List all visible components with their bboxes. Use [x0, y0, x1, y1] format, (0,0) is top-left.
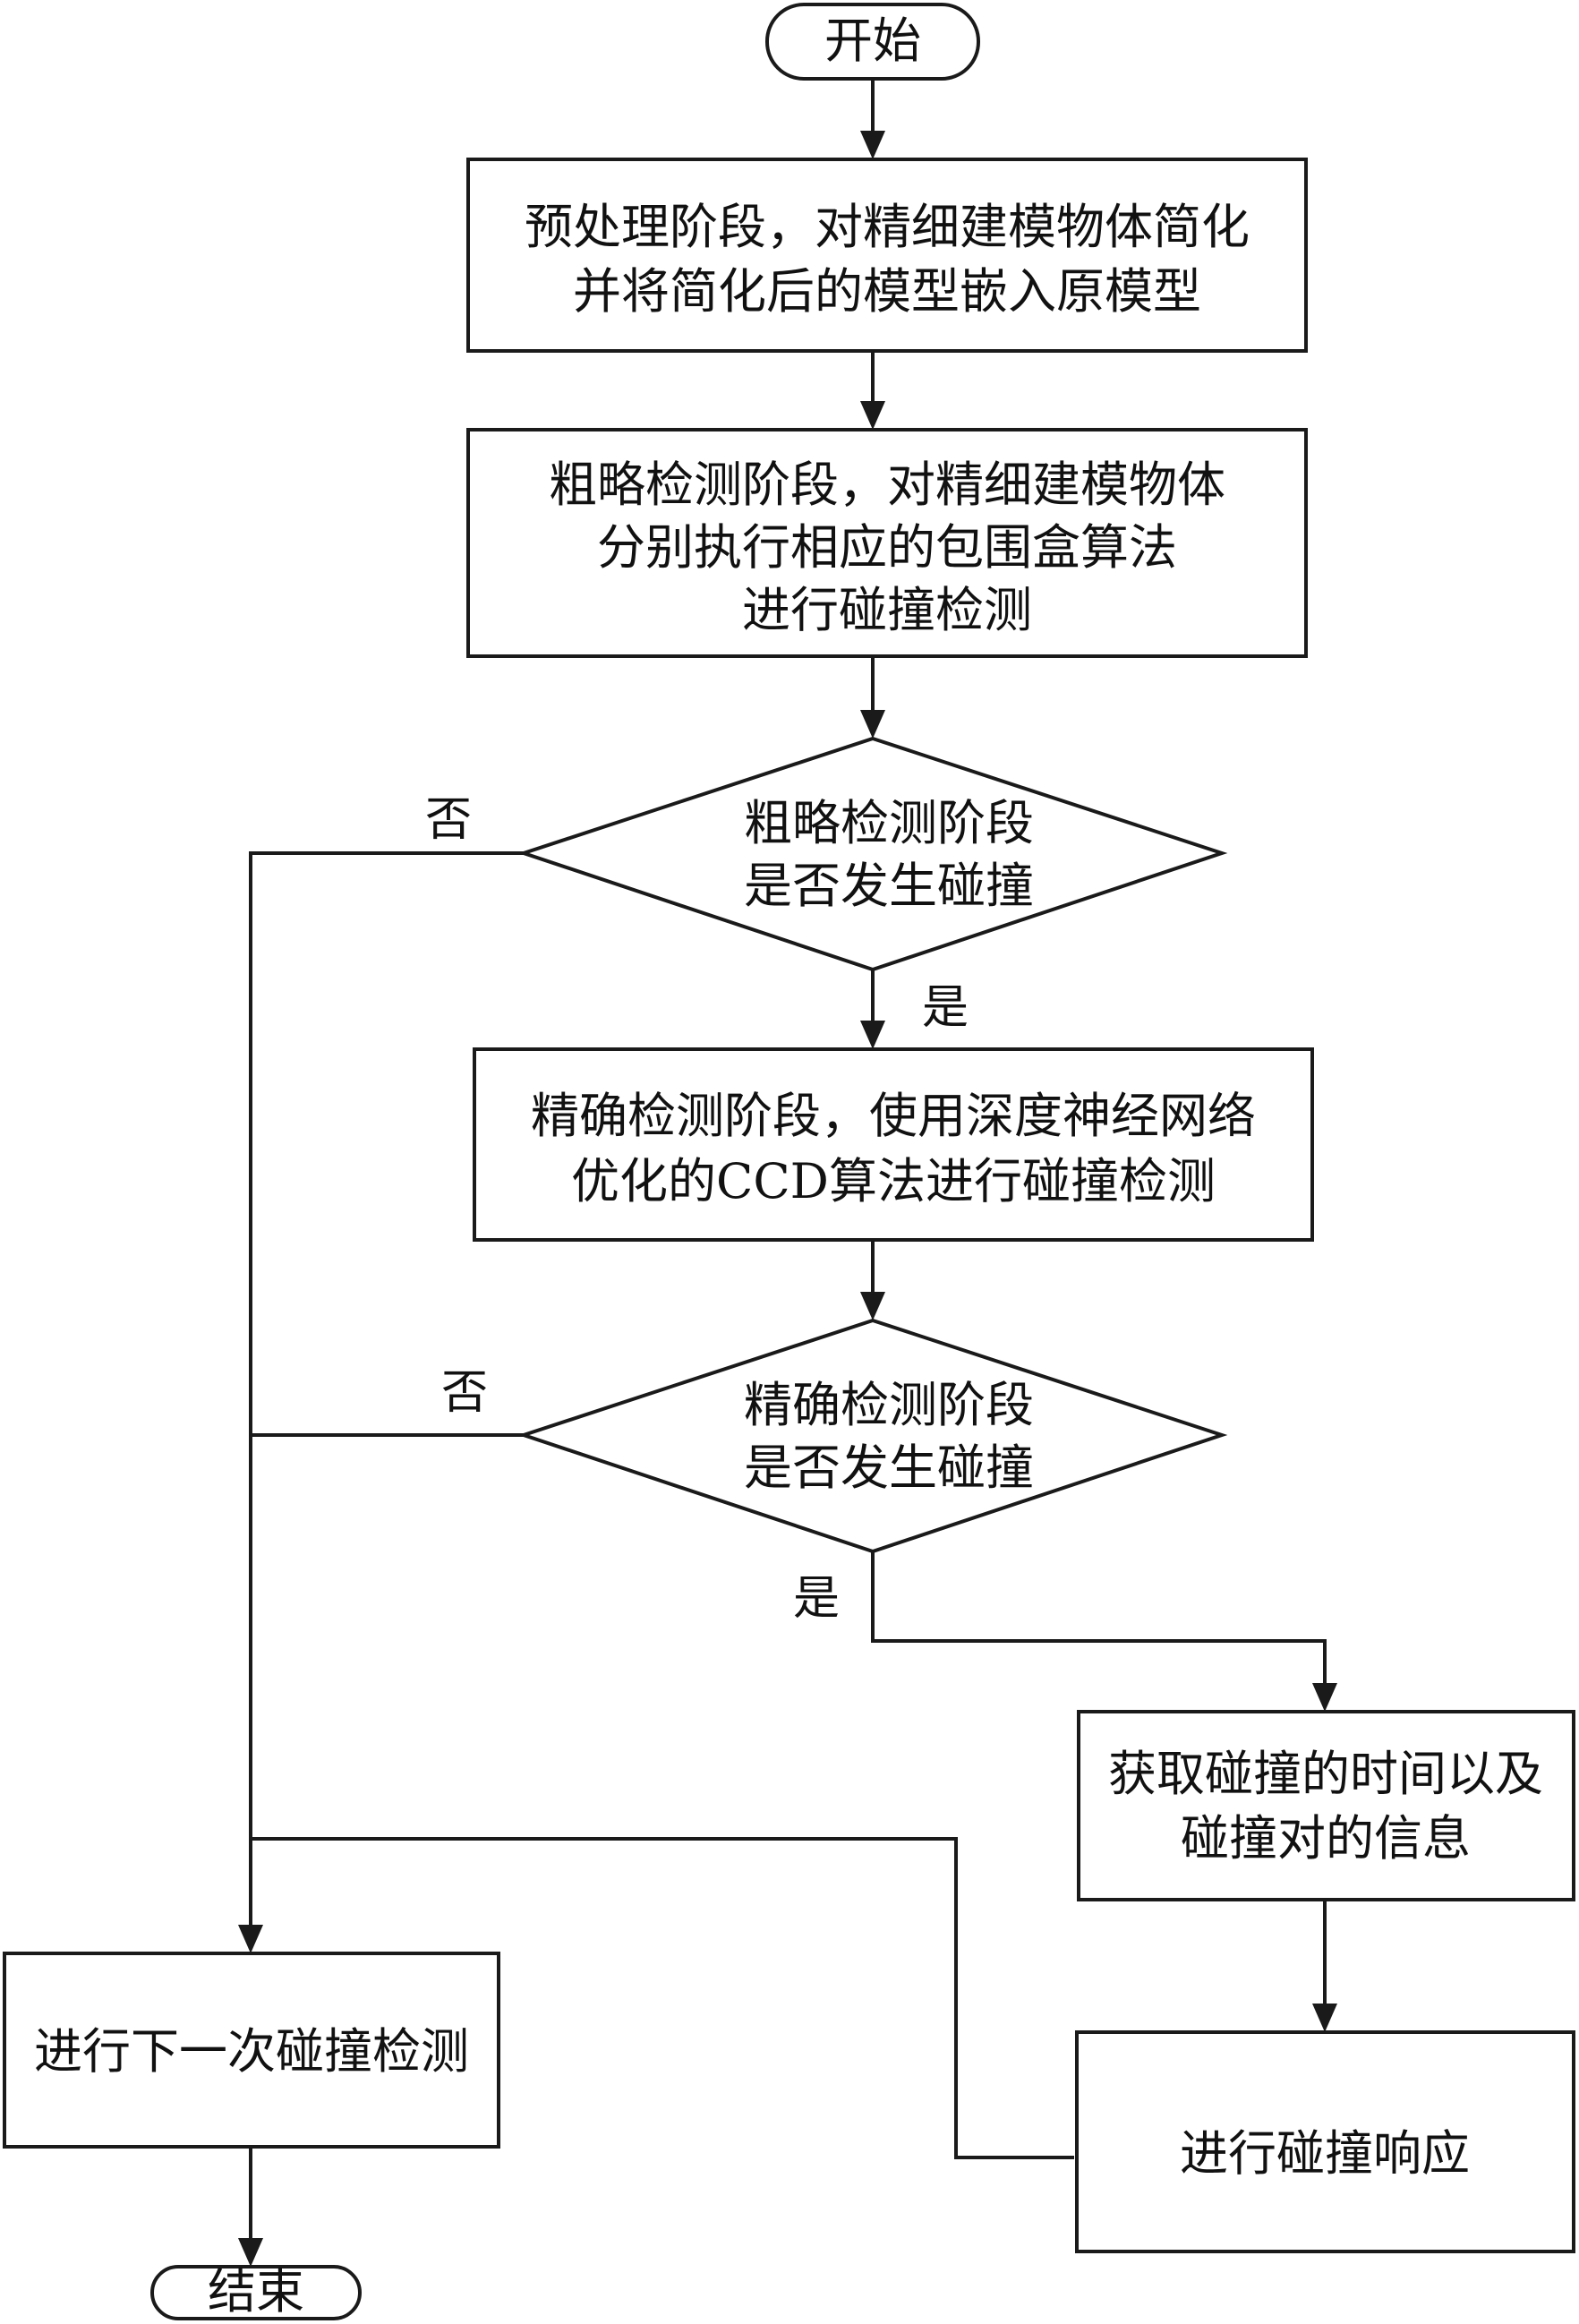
start-shape	[765, 3, 980, 81]
collision-response-step: 进行碰撞响应	[1075, 2030, 1575, 2253]
arrowhead-to-response	[1312, 2004, 1337, 2032]
connector-decision-coarse-no	[249, 851, 524, 1925]
coarse-detection-line-2: 分别执行相应的包围盒算法	[597, 519, 1177, 576]
coarse-no-label: 否	[425, 793, 472, 847]
arrowhead-to-preprocess	[860, 131, 885, 159]
start-label: 开始	[824, 13, 921, 69]
arrowhead-to-coarse	[860, 401, 885, 430]
precise-detection-line-2: 优化的CCD算法进行碰撞检测	[571, 1153, 1216, 1209]
end-label: 结束	[208, 2263, 304, 2320]
collision-info-line-2: 碰撞对的信息	[1181, 1810, 1471, 1867]
coarse-decision: 粗略检测阶段 是否发生碰撞	[517, 736, 1228, 972]
precise-decision: 精确检测阶段 是否发生碰撞	[517, 1318, 1228, 1554]
precise-detection-line-1: 精确检测阶段，使用深度神经网络	[531, 1088, 1256, 1144]
arrowhead-to-precise	[860, 1021, 885, 1049]
preprocess-line-1: 预处理阶段，对精细建模物体简化	[525, 199, 1250, 255]
precise-decision-line-1: 精确检测阶段	[744, 1377, 1034, 1433]
coarse-decision-line-1: 粗略检测阶段	[744, 795, 1034, 851]
end-terminal: 结束	[150, 2263, 362, 2320]
coarse-detection-step: 粗略检测阶段，对精细建模物体 分别执行相应的包围盒算法 进行碰撞检测	[466, 428, 1308, 658]
start-terminal: 开始	[765, 3, 980, 81]
arrowhead-to-decision-coarse	[860, 710, 885, 739]
coarse-detection-box	[466, 428, 1308, 658]
arrowhead-to-collision-info	[1312, 1683, 1337, 1712]
collision-response-label: 进行碰撞响应	[1180, 2125, 1470, 2182]
branch-labels: 否 是 否 是	[425, 793, 969, 1626]
preprocess-line-2: 并将简化后的模型嵌入原模型	[573, 263, 1201, 320]
precise-decision-line-2: 是否发生碰撞	[744, 1440, 1034, 1496]
collision-response-box	[1075, 2030, 1575, 2253]
collision-info-step: 获取碰撞的时间以及 碰撞对的信息	[1077, 1710, 1575, 1901]
precise-decision-diamond	[517, 1318, 1228, 1554]
arrowhead-to-next-detection	[238, 1925, 263, 1953]
coarse-detection-line-3: 进行碰撞检测	[742, 582, 1032, 638]
precise-no-label: 否	[441, 1366, 488, 1420]
precise-yes-label: 是	[793, 1572, 840, 1626]
arrowheads	[238, 131, 1337, 2267]
preprocess-step: 预处理阶段，对精细建模物体简化 并将简化后的模型嵌入原模型	[466, 158, 1308, 353]
coarse-detection-line-1: 粗略检测阶段，对精细建模物体	[549, 457, 1225, 513]
precise-detection-step: 精确检测阶段，使用深度神经网络 优化的CCD算法进行碰撞检测	[473, 1047, 1314, 1242]
next-detection-label: 进行下一次碰撞检测	[34, 2023, 469, 2080]
arrowhead-to-end	[238, 2238, 263, 2267]
coarse-yes-label: 是	[922, 981, 969, 1035]
next-detection-step: 进行下一次碰撞检测	[3, 1952, 500, 2149]
next-detection-box	[3, 1952, 500, 2149]
preprocess-box	[466, 158, 1308, 353]
connector-decision-precise-yes	[871, 1551, 1327, 1683]
connectors	[249, 79, 1327, 2238]
coarse-decision-diamond	[517, 736, 1228, 972]
collision-info-box	[1077, 1710, 1575, 1901]
end-shape	[150, 2265, 362, 2320]
precise-detection-box	[473, 1047, 1314, 1242]
connector-response-loop	[251, 1837, 1074, 2159]
coarse-decision-line-2: 是否发生碰撞	[744, 858, 1034, 914]
collision-info-line-1: 获取碰撞的时间以及	[1108, 1746, 1543, 1802]
arrowhead-to-decision-precise	[860, 1292, 885, 1320]
